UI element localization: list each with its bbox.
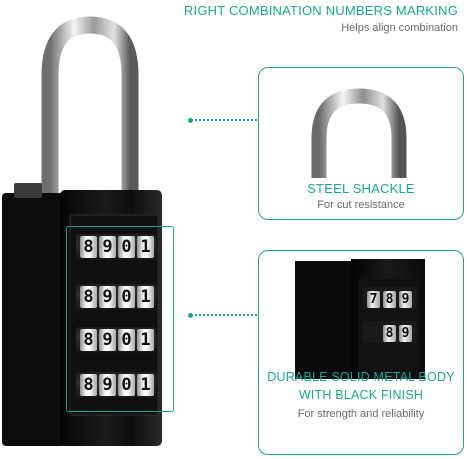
digit: 9 xyxy=(99,374,116,396)
shackle xyxy=(41,16,139,200)
connector-line xyxy=(195,314,257,316)
digit: 9 xyxy=(99,286,116,308)
digit: 9 xyxy=(399,291,412,308)
digit: 9 xyxy=(99,236,116,258)
connector-dot xyxy=(188,313,193,318)
dial-row-4[interactable]: 8 9 0 1 xyxy=(76,372,156,398)
digit: 8 xyxy=(80,236,97,258)
body-callout: 7 8 9 8 9 DURABLE SOLID METAL BODY WITH … xyxy=(258,250,464,455)
digit: 0 xyxy=(118,236,135,258)
marking-caption: Helps align combination xyxy=(341,22,458,34)
dial-row-2[interactable]: 8 9 0 1 xyxy=(76,284,156,310)
dial-row-3[interactable]: 8 9 0 1 xyxy=(76,327,156,353)
digit: 8 xyxy=(80,374,97,396)
digit: 9 xyxy=(99,329,116,351)
dial-row-1[interactable]: 8 9 0 1 xyxy=(76,234,156,260)
digit: 8 xyxy=(80,329,97,351)
digit: 8 xyxy=(383,291,396,308)
shackle-callout: STEEL SHACKLE For cut resistance xyxy=(258,67,464,220)
digit: 1 xyxy=(137,236,154,258)
lock-side xyxy=(2,193,66,446)
marking-title: RIGHT COMBINATION NUMBERS MARKING xyxy=(183,3,458,18)
digit: 7 xyxy=(367,291,380,308)
body-title-line1: DURABLE SOLID METAL BODY xyxy=(267,370,455,384)
connector-dot xyxy=(188,118,193,123)
connector-line xyxy=(195,119,257,121)
shackle-zoom-image xyxy=(311,88,407,178)
body-title-line2: WITH BLACK FINISH xyxy=(298,388,424,402)
digit: 1 xyxy=(137,286,154,308)
body-caption: For strength and reliability xyxy=(297,408,425,420)
digit: 9 xyxy=(399,325,412,342)
digit: 1 xyxy=(137,374,154,396)
dial-highlight-frame xyxy=(66,226,174,412)
digit: 1 xyxy=(137,329,154,351)
digit: 8 xyxy=(80,286,97,308)
shackle-caption: For cut resistance xyxy=(317,199,405,211)
digit: 8 xyxy=(383,325,396,342)
digit: 0 xyxy=(118,286,135,308)
digit: 0 xyxy=(118,329,135,351)
shackle-title: STEEL SHACKLE xyxy=(307,181,415,196)
digit: 0 xyxy=(118,374,135,396)
